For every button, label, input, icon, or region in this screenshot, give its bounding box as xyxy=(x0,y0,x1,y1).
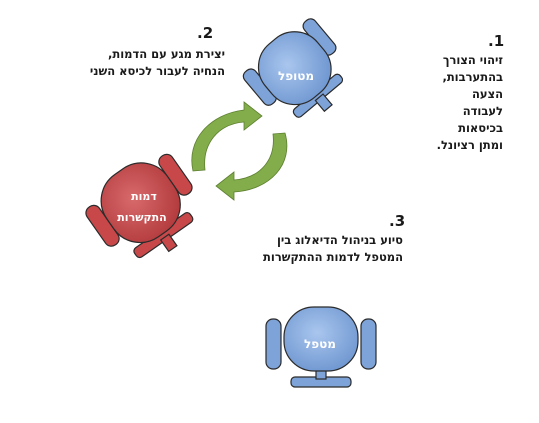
chair-top-label: מטופל xyxy=(278,69,314,83)
chair-red-label-2: התקשרות xyxy=(117,211,166,224)
step-1-line-3: הצעה xyxy=(472,87,503,101)
step-1-line-4: לעבודה xyxy=(462,104,503,118)
chair-bottom-blue xyxy=(265,306,377,388)
chair-red xyxy=(85,153,194,259)
step-2-line-1: יצירת מגע עם הדמות, xyxy=(107,47,225,61)
step-1-line-6: ומתן רציונל. xyxy=(436,138,503,152)
step-1-line-5: בכיסאות xyxy=(458,121,503,135)
chair-seat xyxy=(100,162,181,244)
chair-bottom-label: מטפל xyxy=(304,337,336,351)
step-2-text: יצירת מגע עם הדמות, הנחיה לעבור לכיסא הש… xyxy=(25,46,225,80)
arrow-upper xyxy=(191,101,263,172)
chair-seat xyxy=(283,306,359,372)
chair-red-label-1: דמות xyxy=(131,190,157,203)
step-1-number: .1 xyxy=(488,32,505,50)
cycle-arrows xyxy=(191,101,288,201)
chair-leg xyxy=(314,93,333,113)
step-1-text: זיהוי הצורך בהתערבות, הצעה לעבודה בכיסאו… xyxy=(383,52,503,154)
chair-leg xyxy=(159,233,178,253)
step-1-line-1: זיהוי הצורך xyxy=(442,53,503,67)
step-3-text: סיוע בניהול הדיאלוג בין המטפל לדמות ההתק… xyxy=(183,232,403,266)
step-1-line-2: בהתערבות, xyxy=(442,70,503,84)
step-3-line-2: המטפל לדמות ההתקשרות xyxy=(263,250,403,264)
arrow-lower xyxy=(215,132,288,201)
chair-top-blue xyxy=(242,18,344,118)
chair-armrest-right xyxy=(360,318,377,370)
step-2-line-2: הנחיה לעבור לכיסא השני xyxy=(89,64,225,78)
chair-armrest-left xyxy=(265,318,282,370)
step-3-number: .3 xyxy=(389,212,406,230)
step-2-number: .2 xyxy=(197,24,214,42)
chair-seat xyxy=(257,31,332,106)
step-3-line-1: סיוע בניהול הדיאלוג בין xyxy=(276,233,403,247)
